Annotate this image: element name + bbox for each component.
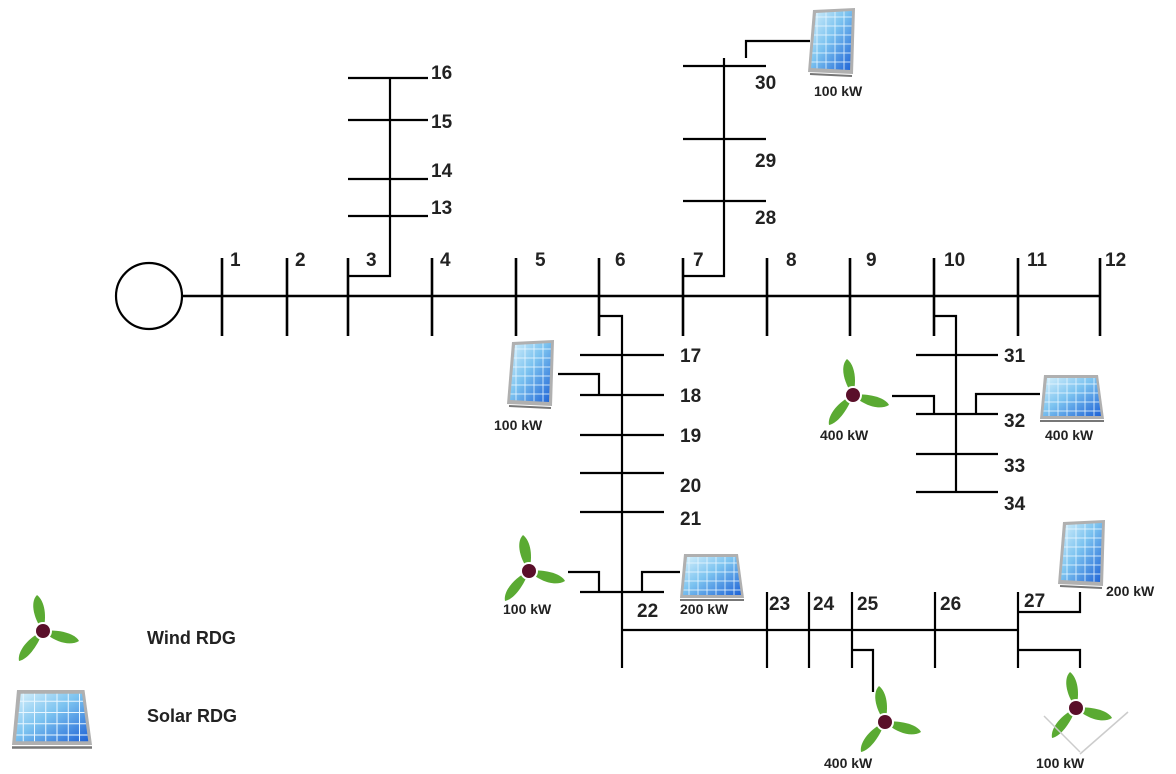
bus-label-21: 21	[680, 509, 702, 530]
bus-label-33: 33	[1004, 456, 1025, 477]
legend-solar-label: Solar RDG	[147, 706, 237, 726]
bus-label-34: 34	[1004, 494, 1026, 515]
bus-label-9: 9	[866, 250, 877, 271]
bus-label-14: 14	[431, 161, 453, 182]
bus-label-24: 24	[813, 594, 835, 615]
bus-label-2: 2	[295, 250, 306, 271]
rating-wind-bus32: 400 kW	[820, 427, 869, 443]
solar-panel-icon	[1057, 519, 1106, 589]
rating-solar-bus30: 100 kW	[814, 83, 863, 99]
legend-wind-icon	[18, 595, 79, 661]
bus-label-28: 28	[755, 208, 776, 229]
legend-solar-icon	[10, 688, 94, 749]
bus-label-23: 23	[769, 594, 790, 615]
lateral-17-27	[558, 314, 1082, 692]
wind-turbine-icon	[860, 686, 921, 752]
rating-solar-bus32: 400 kW	[1045, 427, 1094, 443]
bus-label-19: 19	[680, 426, 701, 447]
rating-solar-bus22: 200 kW	[680, 601, 729, 617]
bus-label-1: 1	[230, 250, 241, 271]
bus-label-32: 32	[1004, 411, 1025, 432]
lateral-31-34	[892, 314, 1040, 494]
bus-label-26: 26	[940, 594, 961, 615]
source-grid-circle	[114, 261, 184, 331]
rating-wind-bus22: 100 kW	[503, 601, 552, 617]
bus-label-6: 6	[615, 250, 626, 271]
bus-label-31: 31	[1004, 346, 1026, 367]
bus-label-18: 18	[680, 386, 701, 407]
rating-wind-bus27: 100 kW	[1036, 755, 1085, 771]
solar-panel-icon	[506, 339, 555, 409]
solar-panel-icon	[807, 7, 856, 77]
bus-label-7: 7	[693, 250, 704, 271]
bus-label-25: 25	[857, 594, 879, 615]
lateral-13-16	[348, 76, 428, 278]
tower-leg-right	[1079, 711, 1129, 755]
bus-label-5: 5	[535, 250, 546, 271]
rating-solar-bus27: 200 kW	[1106, 583, 1155, 599]
tower-leg-left	[1043, 715, 1081, 753]
wind-turbine-icon	[1051, 672, 1112, 738]
rating-wind-bus25: 400 kW	[824, 755, 873, 771]
wind-turbine-icon	[504, 535, 565, 601]
bus-label-8: 8	[786, 250, 797, 271]
solar-panel-icon	[679, 553, 745, 601]
bus-label-12: 12	[1105, 250, 1126, 271]
bus-label-30: 30	[755, 73, 776, 94]
bus-label-27: 27	[1024, 591, 1045, 612]
bus-label-11: 11	[1027, 250, 1048, 271]
bus-label-13: 13	[431, 198, 452, 219]
bus-label-17: 17	[680, 346, 701, 367]
bus-label-3: 3	[366, 250, 377, 271]
solar-panel-icon	[1039, 374, 1105, 422]
bus-label-20: 20	[680, 476, 701, 497]
legend: Wind RDG Solar RDG	[10, 595, 237, 749]
lateral-28-30	[683, 39, 810, 278]
main-feeder	[182, 258, 1102, 336]
legend-wind-label: Wind RDG	[147, 628, 236, 648]
bus-label-4: 4	[440, 250, 451, 271]
bus-label-10: 10	[944, 250, 965, 271]
bus-label-16: 16	[431, 63, 452, 84]
bus-label-29: 29	[755, 151, 776, 172]
bus-label-15: 15	[431, 112, 453, 133]
bus-label-22: 22	[637, 601, 658, 622]
wind-turbine-icon	[828, 359, 889, 425]
rating-solar-bus18: 100 kW	[494, 417, 543, 433]
